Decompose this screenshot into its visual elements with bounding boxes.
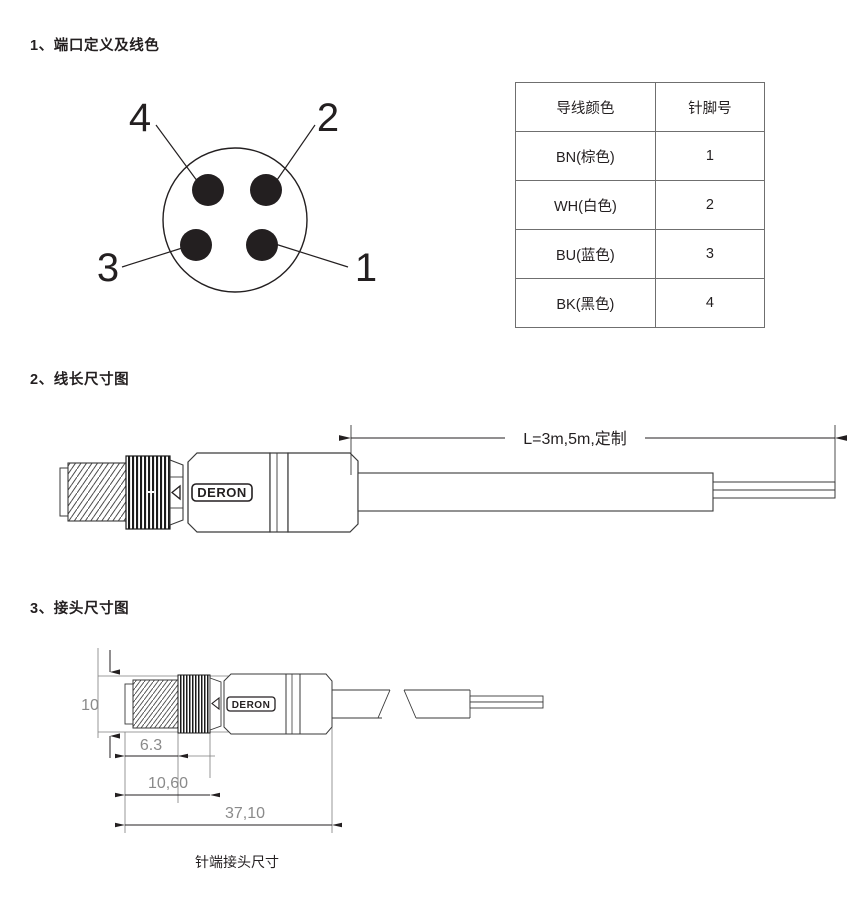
table-row: BN(棕色) 1 [515,131,766,181]
direction-arrow-icon-small [211,696,220,711]
brand-plate-small [226,696,276,712]
cable-with-break [332,689,544,719]
cell-pin-number: 4 [654,278,766,328]
connector-dimension-drawing: DERON 10 6.3 [0,628,860,863]
exposed-wire-lower-small [469,701,544,709]
table-row: BK(黑色) 4 [515,278,766,328]
exposed-wire-upper [712,481,836,491]
exposed-wire-upper-small [469,695,544,703]
connector-body: DERON [170,452,271,533]
table-header-wire-color: 导线颜色 [515,82,656,132]
section-1-title: 1、端口定义及线色 [30,38,160,54]
length-dimension-label: L=3m,5m,定制 [523,430,627,448]
brand-label-small: DERON [232,700,271,711]
pin-contact-4 [192,174,224,206]
connector-face-circle [162,147,308,293]
cell-wire-color: BK(黑色) [515,278,656,328]
pin-label-1: 1 [355,246,377,290]
strain-relief-boot [269,452,359,533]
exposed-wire-lower [712,489,836,499]
pin-contact-1 [246,229,278,261]
threaded-tip [59,462,127,522]
brand-label: DERON [197,485,246,500]
dimension-height: 10 [81,650,120,758]
section-3-title: 3、接头尺寸图 [30,601,130,617]
leader-line-pin1 [271,242,349,268]
connector-drawing-caption: 针端接头尺寸 [195,854,279,870]
table-header-pin-number: 针脚号 [654,82,766,132]
table-row: BU(蓝色) 3 [515,229,766,279]
wire-color-table: 导线颜色 针脚号 BN(棕色) 1 WH(白色) 2 BU(蓝色) 3 BK(黑… [515,82,766,328]
cable-length-drawing: DERON L=3m,5m,定制 [0,405,860,570]
cell-wire-color: BU(蓝色) [515,229,656,279]
connector-profile-small: DERON [124,673,333,735]
dimension-nut: 10,60 [115,775,220,798]
dimension-thread-label: 6.3 [140,737,162,754]
pin-label-2: 2 [317,96,339,140]
length-dimension: L=3m,5m,定制 [338,425,848,483]
dimension-height-label: 10 [81,697,99,714]
section-2-title: 2、线长尺寸图 [30,372,130,388]
cell-pin-number: 2 [654,180,766,230]
dimension-thread: 6.3 [115,737,188,759]
direction-arrow-icon [170,484,181,501]
cell-wire-color: BN(棕色) [515,131,656,181]
pin-contact-2 [250,174,282,206]
pin-label-4: 4 [129,96,151,140]
brand-plate [191,483,253,502]
cell-pin-number: 1 [654,131,766,181]
table-header-row: 导线颜色 针脚号 [515,82,766,132]
table-row: WH(白色) 2 [515,180,766,230]
dimension-total: 37,10 [115,805,342,828]
cable-body [357,472,836,512]
pin-label-3: 3 [97,246,119,290]
pin-contact-3 [180,229,212,261]
dimension-nut-label: 10,60 [148,775,188,792]
cell-pin-number: 3 [654,229,766,279]
knurled-nut [125,455,184,530]
dimension-total-label: 37,10 [225,805,265,822]
cell-wire-color: WH(白色) [515,180,656,230]
pin-layout-diagram: 4 2 3 1 [90,85,420,315]
